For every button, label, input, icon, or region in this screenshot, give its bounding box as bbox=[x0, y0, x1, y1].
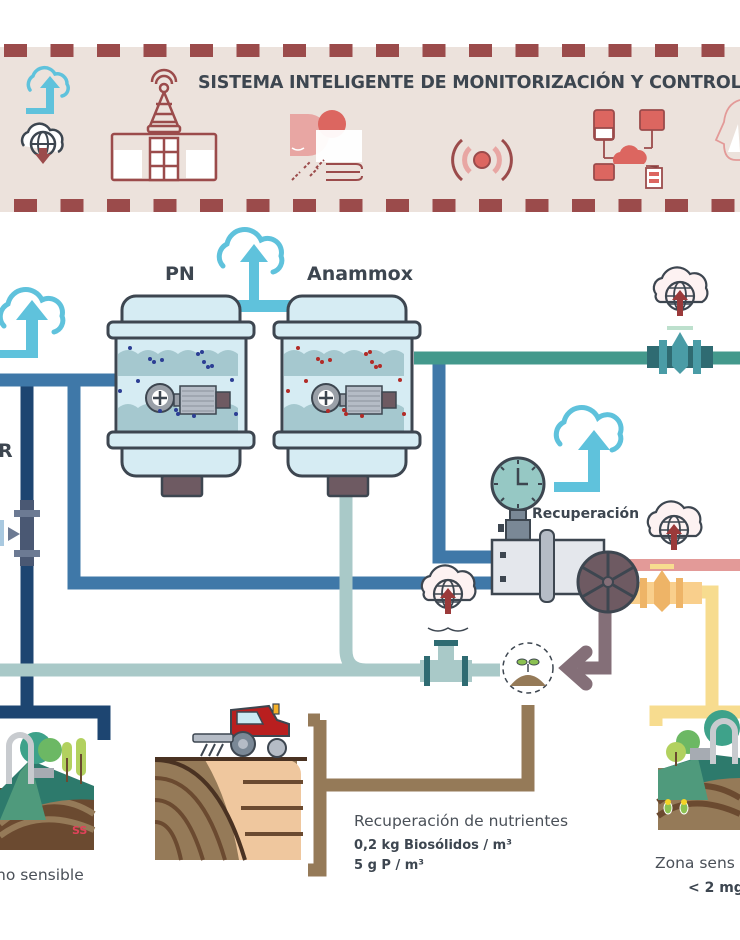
sensitive-zone-limit: < 2 mg bbox=[688, 880, 740, 896]
banner-dash bbox=[14, 199, 37, 212]
iot-cloud-globe-icon bbox=[646, 500, 703, 550]
tractor-field-illustration bbox=[154, 703, 307, 861]
banner-dash bbox=[283, 44, 306, 57]
banner-dash bbox=[479, 199, 502, 212]
banner-dash bbox=[293, 199, 316, 212]
banner-dash bbox=[50, 44, 74, 57]
valve-yellow bbox=[626, 564, 702, 612]
sensitive-zone-illustration bbox=[656, 710, 740, 830]
banner-dash bbox=[60, 199, 84, 212]
valve-mint bbox=[420, 627, 472, 686]
banner-top-border bbox=[4, 44, 725, 57]
monitoring-banner bbox=[0, 47, 740, 212]
valve-teal bbox=[647, 326, 713, 374]
cloud-upload-icon-left bbox=[0, 287, 66, 358]
non-sensitive-zone-illustration: SS bbox=[0, 732, 96, 850]
reactor-anammox-label: Anammox bbox=[307, 263, 413, 285]
banner-dash bbox=[572, 199, 595, 212]
nutrient-phosphorus-value: 5 g P / m³ bbox=[354, 858, 424, 873]
banner-dash bbox=[665, 199, 688, 212]
banner-dash bbox=[562, 44, 585, 57]
valve-left bbox=[0, 500, 40, 566]
weather-icon bbox=[290, 110, 363, 181]
banner-dash bbox=[153, 199, 177, 212]
banner-dash bbox=[701, 44, 725, 57]
cloud-upload-icon-recovery bbox=[553, 405, 624, 492]
signal-broadcast-icon bbox=[451, 138, 513, 182]
banner-dash bbox=[329, 44, 353, 57]
banner-dash bbox=[190, 44, 213, 57]
iot-cloud-globe-icon bbox=[652, 266, 709, 316]
banner-dash bbox=[236, 44, 260, 57]
recovery-unit bbox=[490, 456, 640, 614]
banner-dash bbox=[246, 199, 270, 212]
nutrient-biosolids-value: 0,2 kg Biosólidos / m³ bbox=[354, 838, 512, 853]
svg-text:SS: SS bbox=[72, 824, 87, 837]
banner-dash bbox=[339, 199, 363, 212]
reactor-pn bbox=[106, 294, 256, 498]
reactor-pn-label: PN bbox=[165, 263, 195, 285]
banner-dash bbox=[107, 199, 130, 212]
banner-dash bbox=[711, 199, 735, 212]
banner-dash bbox=[422, 44, 446, 57]
banner-dash bbox=[655, 44, 678, 57]
banner-dash bbox=[608, 44, 632, 57]
non-sensitive-zone-label: no sensible bbox=[0, 866, 84, 884]
nutrient-recovery-title: Recuperación de nutrientes bbox=[354, 812, 569, 830]
human-head-icon bbox=[714, 99, 740, 161]
cloud-upload-icon bbox=[26, 65, 70, 114]
banner-title: SISTEMA INTELIGENTE DE MONITORIZACIÓN Y … bbox=[198, 73, 740, 93]
banner-dash bbox=[432, 199, 456, 212]
banner-dash bbox=[525, 199, 549, 212]
banner-bottom-border bbox=[14, 199, 735, 212]
cloud-globe-download-icon bbox=[20, 122, 64, 164]
banner-dash bbox=[200, 199, 223, 212]
banner-dash bbox=[515, 44, 539, 57]
network-devices-icon bbox=[593, 109, 665, 189]
reactor-anammox bbox=[272, 294, 422, 498]
soil-sprout-icon bbox=[502, 642, 554, 694]
recovery-label: Recuperación bbox=[532, 506, 640, 522]
iot-cloud-globe-icon bbox=[420, 564, 477, 614]
antenna-station-icon bbox=[110, 68, 218, 182]
banner-dash bbox=[386, 199, 409, 212]
left-partial-label: R bbox=[0, 440, 13, 462]
banner-dash bbox=[97, 44, 120, 57]
banner-dash bbox=[143, 44, 167, 57]
sensitive-zone-label: Zona sens bbox=[655, 854, 735, 872]
banner-dash bbox=[376, 44, 399, 57]
banner-dash bbox=[469, 44, 492, 57]
banner-dash bbox=[4, 44, 27, 57]
banner-dash bbox=[618, 199, 642, 212]
